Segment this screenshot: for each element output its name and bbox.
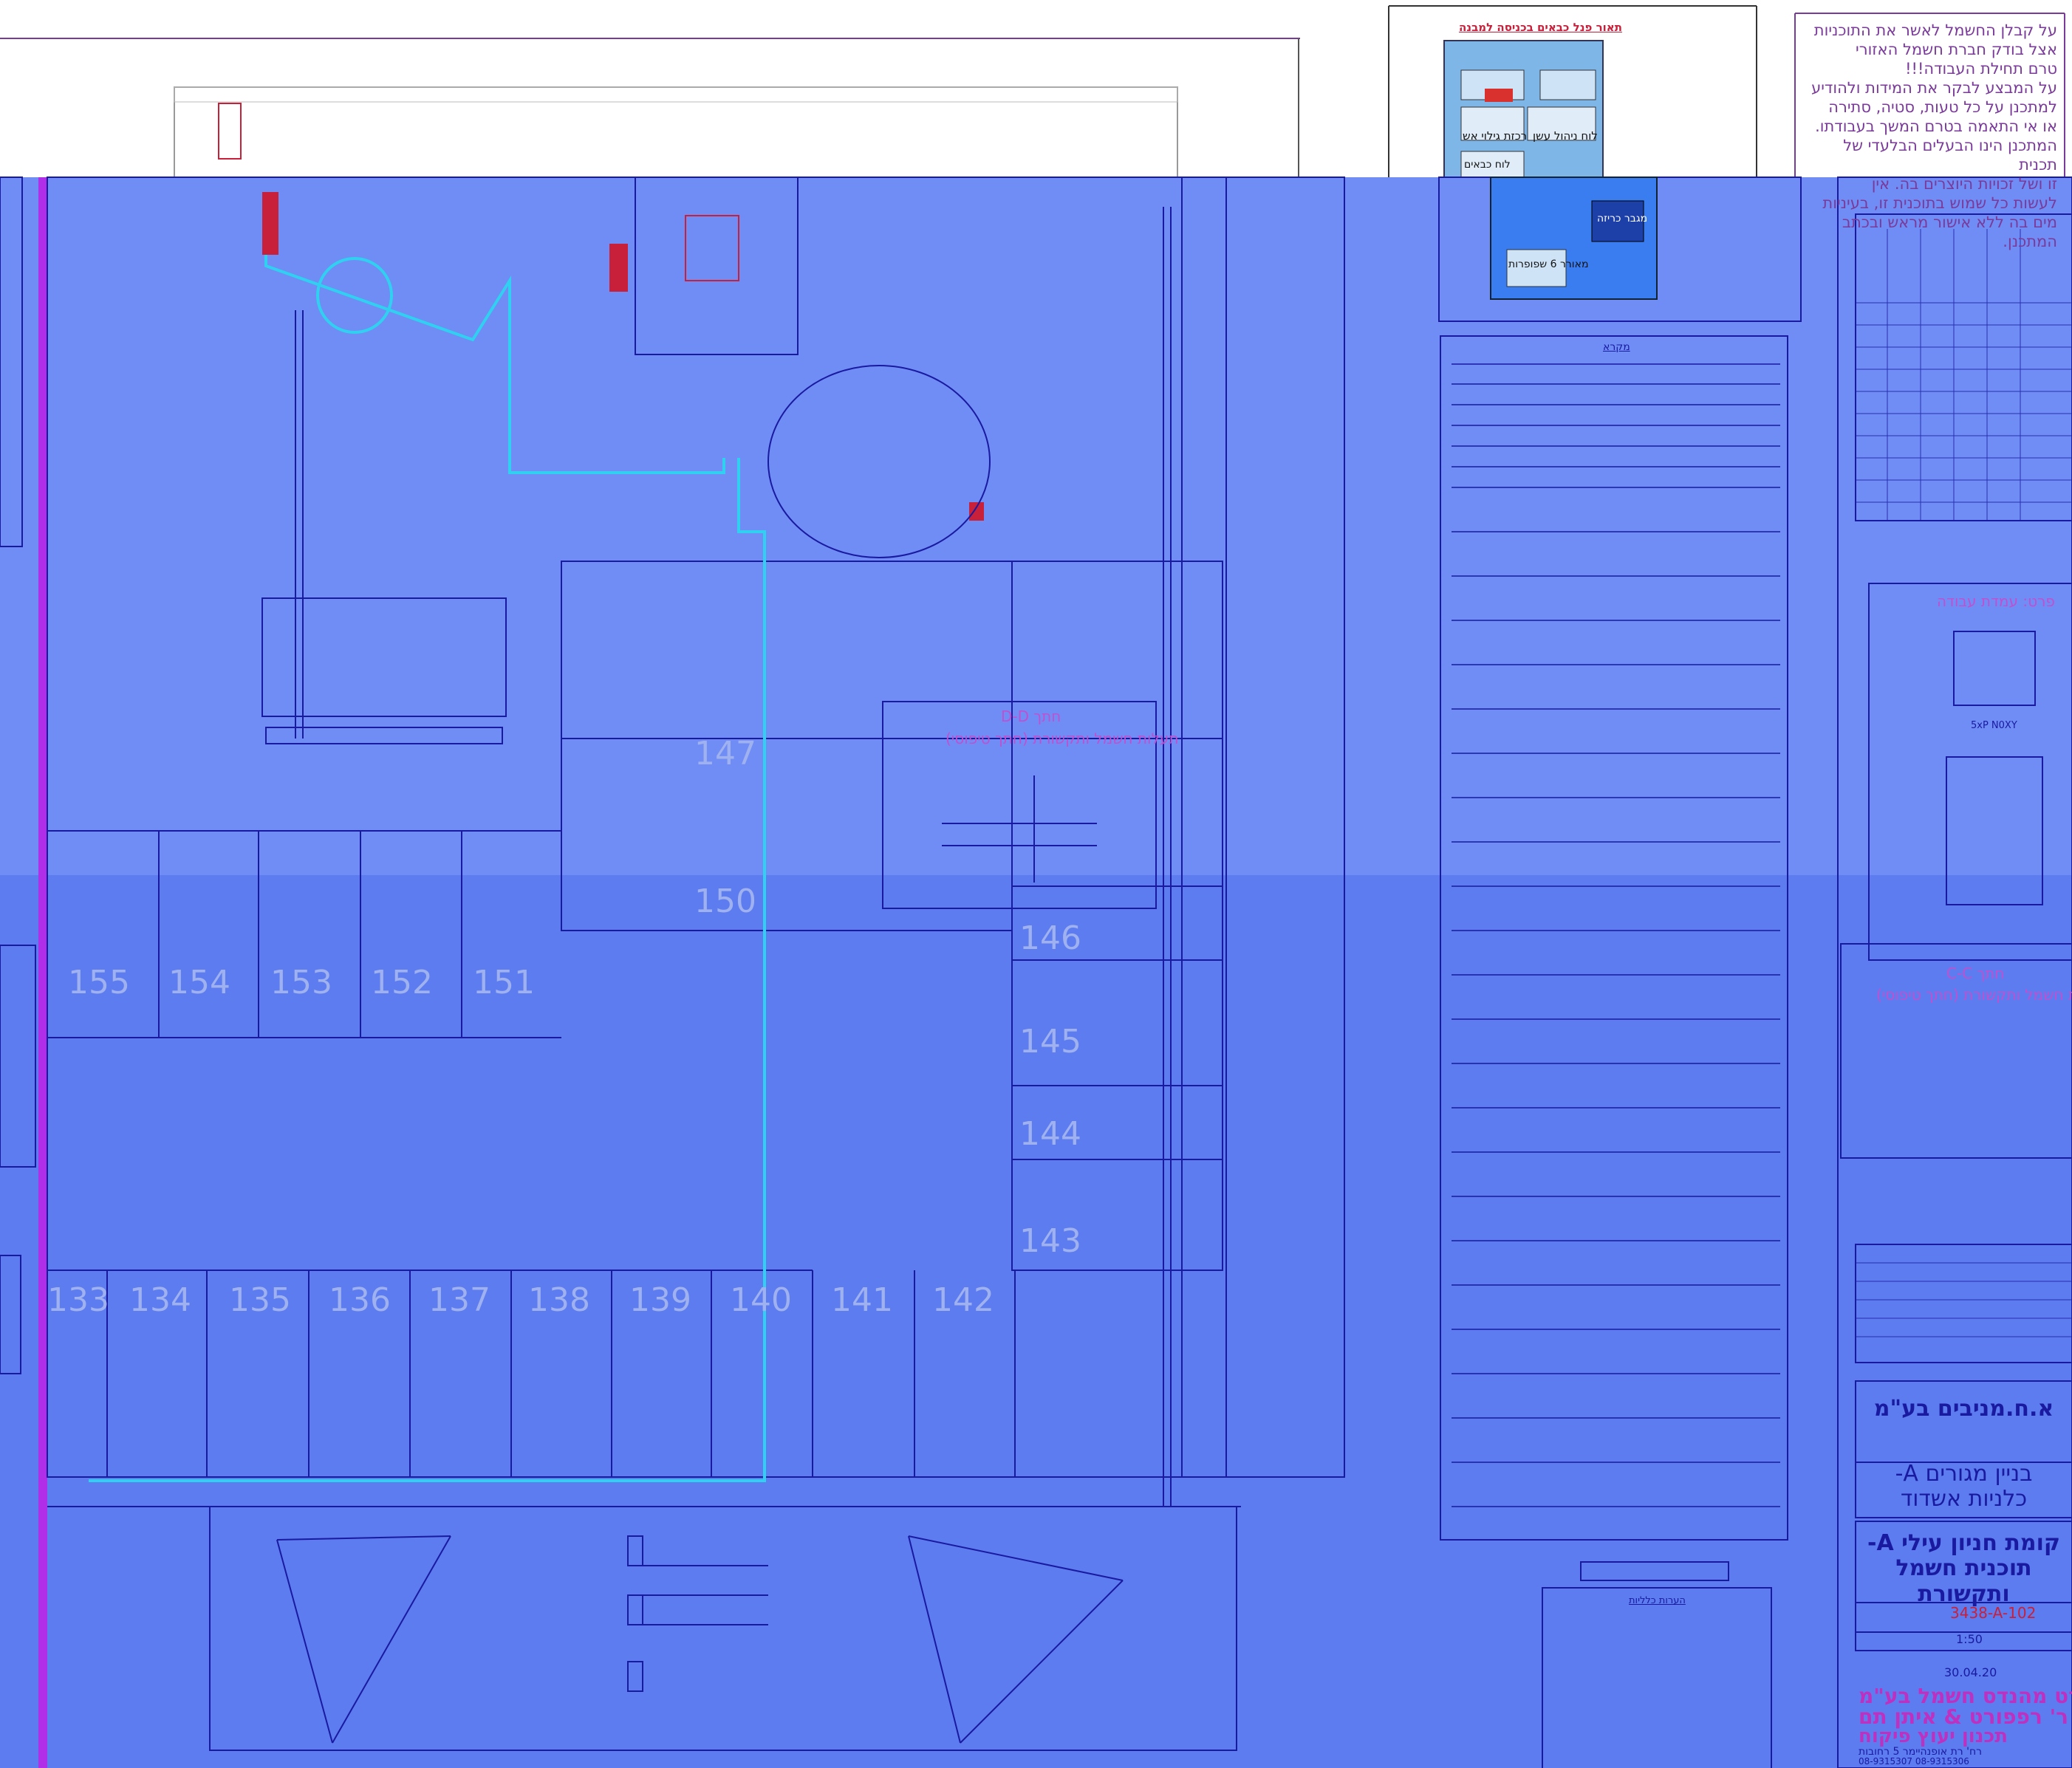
section-dd-subtitle: תעלות חשמל ותקשורת (חתך טיפוסי): [946, 730, 1179, 747]
room-number: 135: [229, 1281, 291, 1319]
address: רח' רת אופנהיימר 5 רחובות: [1859, 1746, 1983, 1758]
sheet-title-line-2: תוכנית חשמל ותקשורת: [1895, 1555, 2032, 1607]
selection-overlay-lower: [0, 875, 2072, 1768]
note-line: למתכנן על כל טעות, סטיה, סתירה: [1828, 98, 2057, 116]
legend-title: מקרא: [1603, 341, 1630, 353]
section-cc-title: חתך C-C: [1946, 964, 2005, 982]
room-number: 147: [694, 735, 756, 772]
room-number: 143: [1019, 1222, 1081, 1260]
room-number: 141: [831, 1281, 893, 1319]
note-line: על המבצע לבקר את המידות ולהודיע: [1811, 79, 2057, 97]
client-name: א.ח.מניבים בע"מ: [1873, 1396, 2054, 1422]
room-number: 155: [68, 964, 130, 1001]
sheet-title-line-1: קומת חניון עילי A-: [1867, 1530, 2061, 1556]
room-number: 134: [129, 1281, 191, 1319]
fire-box-label: רכזת גילוי אש: [1463, 129, 1528, 143]
section-cc-subtitle: תעלות חשמל ותקשורת (חתך טיפוסי): [1876, 986, 2072, 1004]
note-line: מים בה ללא אישור מראש ובכתב: [1842, 213, 2057, 231]
note-line: טרם תחילת העבודה!!!: [1905, 60, 2057, 78]
room-number: 136: [329, 1281, 391, 1319]
drawing-number: 3438-A-102: [1950, 1604, 2037, 1622]
note-line: אצל בודק חברת חשמל האזורי: [1856, 41, 2057, 58]
note-line: המתכנן.: [2003, 233, 2057, 250]
general-notes: על קבלן החשמל לאשר את התוכניות אצל בודק …: [1806, 21, 2057, 251]
room-number: 139: [629, 1281, 691, 1319]
note-line: או אי התאמה בטרם המשך בעבודתו.: [1815, 117, 2057, 135]
date: 30.04.20: [1944, 1665, 1997, 1679]
fire-box-label: לוח ניהול עשן: [1533, 129, 1598, 143]
note-line: על קבלן החשמל לאשר את התוכניות: [1813, 21, 2057, 39]
project-line-1: בניין מגורים A-: [1895, 1461, 2033, 1487]
fire-box-label: מגבר כריזה: [1597, 213, 1648, 225]
fire-box-label: מאורר 6 שפופרות: [1508, 258, 1589, 270]
room-number: 140: [730, 1281, 792, 1319]
room-number: 152: [371, 964, 433, 1001]
project-line-2: כלניות אשדוד: [1900, 1486, 2028, 1512]
room-number: 146: [1019, 919, 1081, 957]
note-line: המתכנן הינו הבעלים הבלעדי של תכנית: [1843, 137, 2057, 174]
engineer-line-3: תכנון יעוץ פיקוח: [1859, 1725, 2008, 1747]
room-number: 137: [428, 1281, 490, 1319]
room-number: 150: [694, 883, 756, 920]
room-number: 153: [270, 964, 332, 1001]
room-number: 151: [473, 964, 535, 1001]
room-number: 133: [47, 1281, 109, 1319]
note-line: זו ושל זכויות היוצרים בה. אין: [1871, 175, 2057, 193]
engineer-line-1: רפפורט מהנדס חשמל בע"מ: [1859, 1684, 2072, 1708]
room-number: 138: [528, 1281, 590, 1319]
workstation-title: פרט: עמדת עבודה: [1937, 592, 2055, 610]
note-line: לעשות כל שמוש בתוכנית זו, בעיניות: [1822, 194, 2057, 212]
fire-box-label: לוח כבאים: [1464, 159, 1511, 171]
workstation-label: 5xP N0XY: [1971, 720, 2017, 731]
fire-panel-title: תאור פנל כבאים בכניסה למבנה: [1459, 21, 1622, 34]
room-number: 154: [168, 964, 230, 1001]
phone: 08-9315307 08-9315306: [1859, 1756, 1969, 1767]
room-number: 145: [1019, 1023, 1081, 1061]
section-dd-title: חתך D-D: [1001, 707, 1061, 725]
room-number: 144: [1019, 1115, 1081, 1153]
bottom-notes-title: הערות כלליות: [1629, 1595, 1686, 1606]
room-number: 142: [932, 1281, 994, 1319]
engineer-line-2: ר' רפפורט & איתן תם: [1859, 1704, 2069, 1729]
scale: 1:50: [1956, 1632, 1983, 1646]
left-margin-bar: [38, 177, 47, 1768]
